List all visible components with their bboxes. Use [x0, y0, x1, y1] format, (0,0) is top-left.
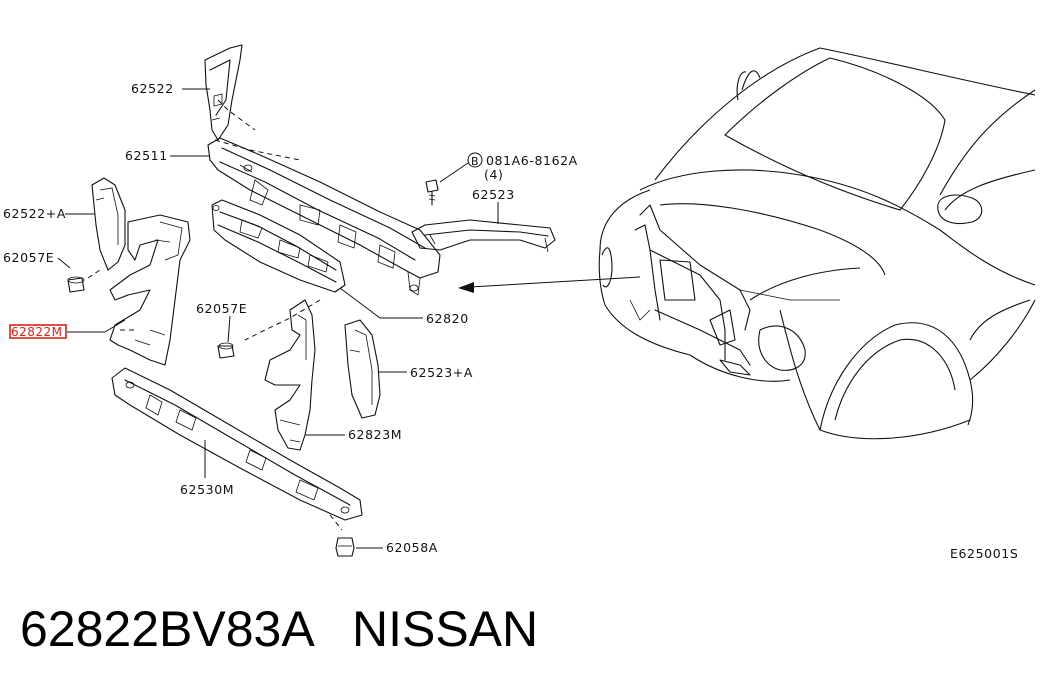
guide-line	[244, 299, 321, 341]
label-62523[interactable]: 62523	[472, 187, 515, 202]
highlight-box-62822m	[9, 324, 67, 339]
reference-arrow	[458, 276, 641, 293]
part-62511-upper-rail	[207, 137, 441, 296]
bolt-marker-circle	[467, 152, 483, 168]
part-62522a-left-deflector	[91, 177, 126, 271]
part-62530m-lower-member	[111, 367, 363, 521]
label-bolt-qty: (4)	[484, 167, 504, 182]
label-62523a[interactable]: 62523+A	[410, 365, 473, 380]
label-62057e-left[interactable]: 62057E	[3, 250, 54, 265]
label-62522[interactable]: 62522	[131, 81, 174, 96]
part-62522-upper-bracket	[204, 44, 243, 141]
guide-line	[217, 99, 256, 131]
label-62057e-middle[interactable]: 62057E	[196, 301, 247, 316]
label-62522a[interactable]: 62522+A	[3, 206, 66, 221]
part-labels: 62522 62511 62522+A 62057E 62822M 62057E…	[3, 81, 1018, 561]
part-62058a-bolt	[335, 537, 355, 557]
part-62523-right-bracket	[411, 219, 556, 253]
label-62530m[interactable]: 62530M	[180, 482, 234, 497]
label-62822m[interactable]: 62822M	[11, 325, 63, 339]
bolt-marker-letter: B	[471, 155, 479, 168]
label-62511[interactable]: 62511	[125, 148, 168, 163]
label-62820[interactable]: 62820	[426, 311, 469, 326]
car-front-illustration	[598, 47, 1036, 440]
part-62523a-right-deflector	[344, 319, 381, 419]
part-62820-radiator-core	[211, 199, 346, 293]
part-62822m-left-air-guide	[109, 214, 191, 366]
diagram-code: E625001S	[950, 546, 1018, 561]
label-bolt-code[interactable]: 081A6-8162A	[486, 153, 578, 168]
label-62823m[interactable]: 62823M	[348, 427, 402, 442]
part-62823m-right-air-guide	[264, 299, 316, 451]
guide-line	[214, 139, 301, 161]
bolt-081A6-8162A	[425, 179, 439, 206]
guide-line	[87, 269, 101, 279]
part-62057e-clip-left	[67, 276, 85, 293]
brand-name: NISSAN	[352, 601, 538, 657]
part-number: 62822BV83A	[20, 601, 315, 657]
guide-line	[329, 514, 343, 531]
part-62057e-clip-middle	[217, 342, 235, 359]
label-62058a[interactable]: 62058A	[386, 540, 438, 555]
